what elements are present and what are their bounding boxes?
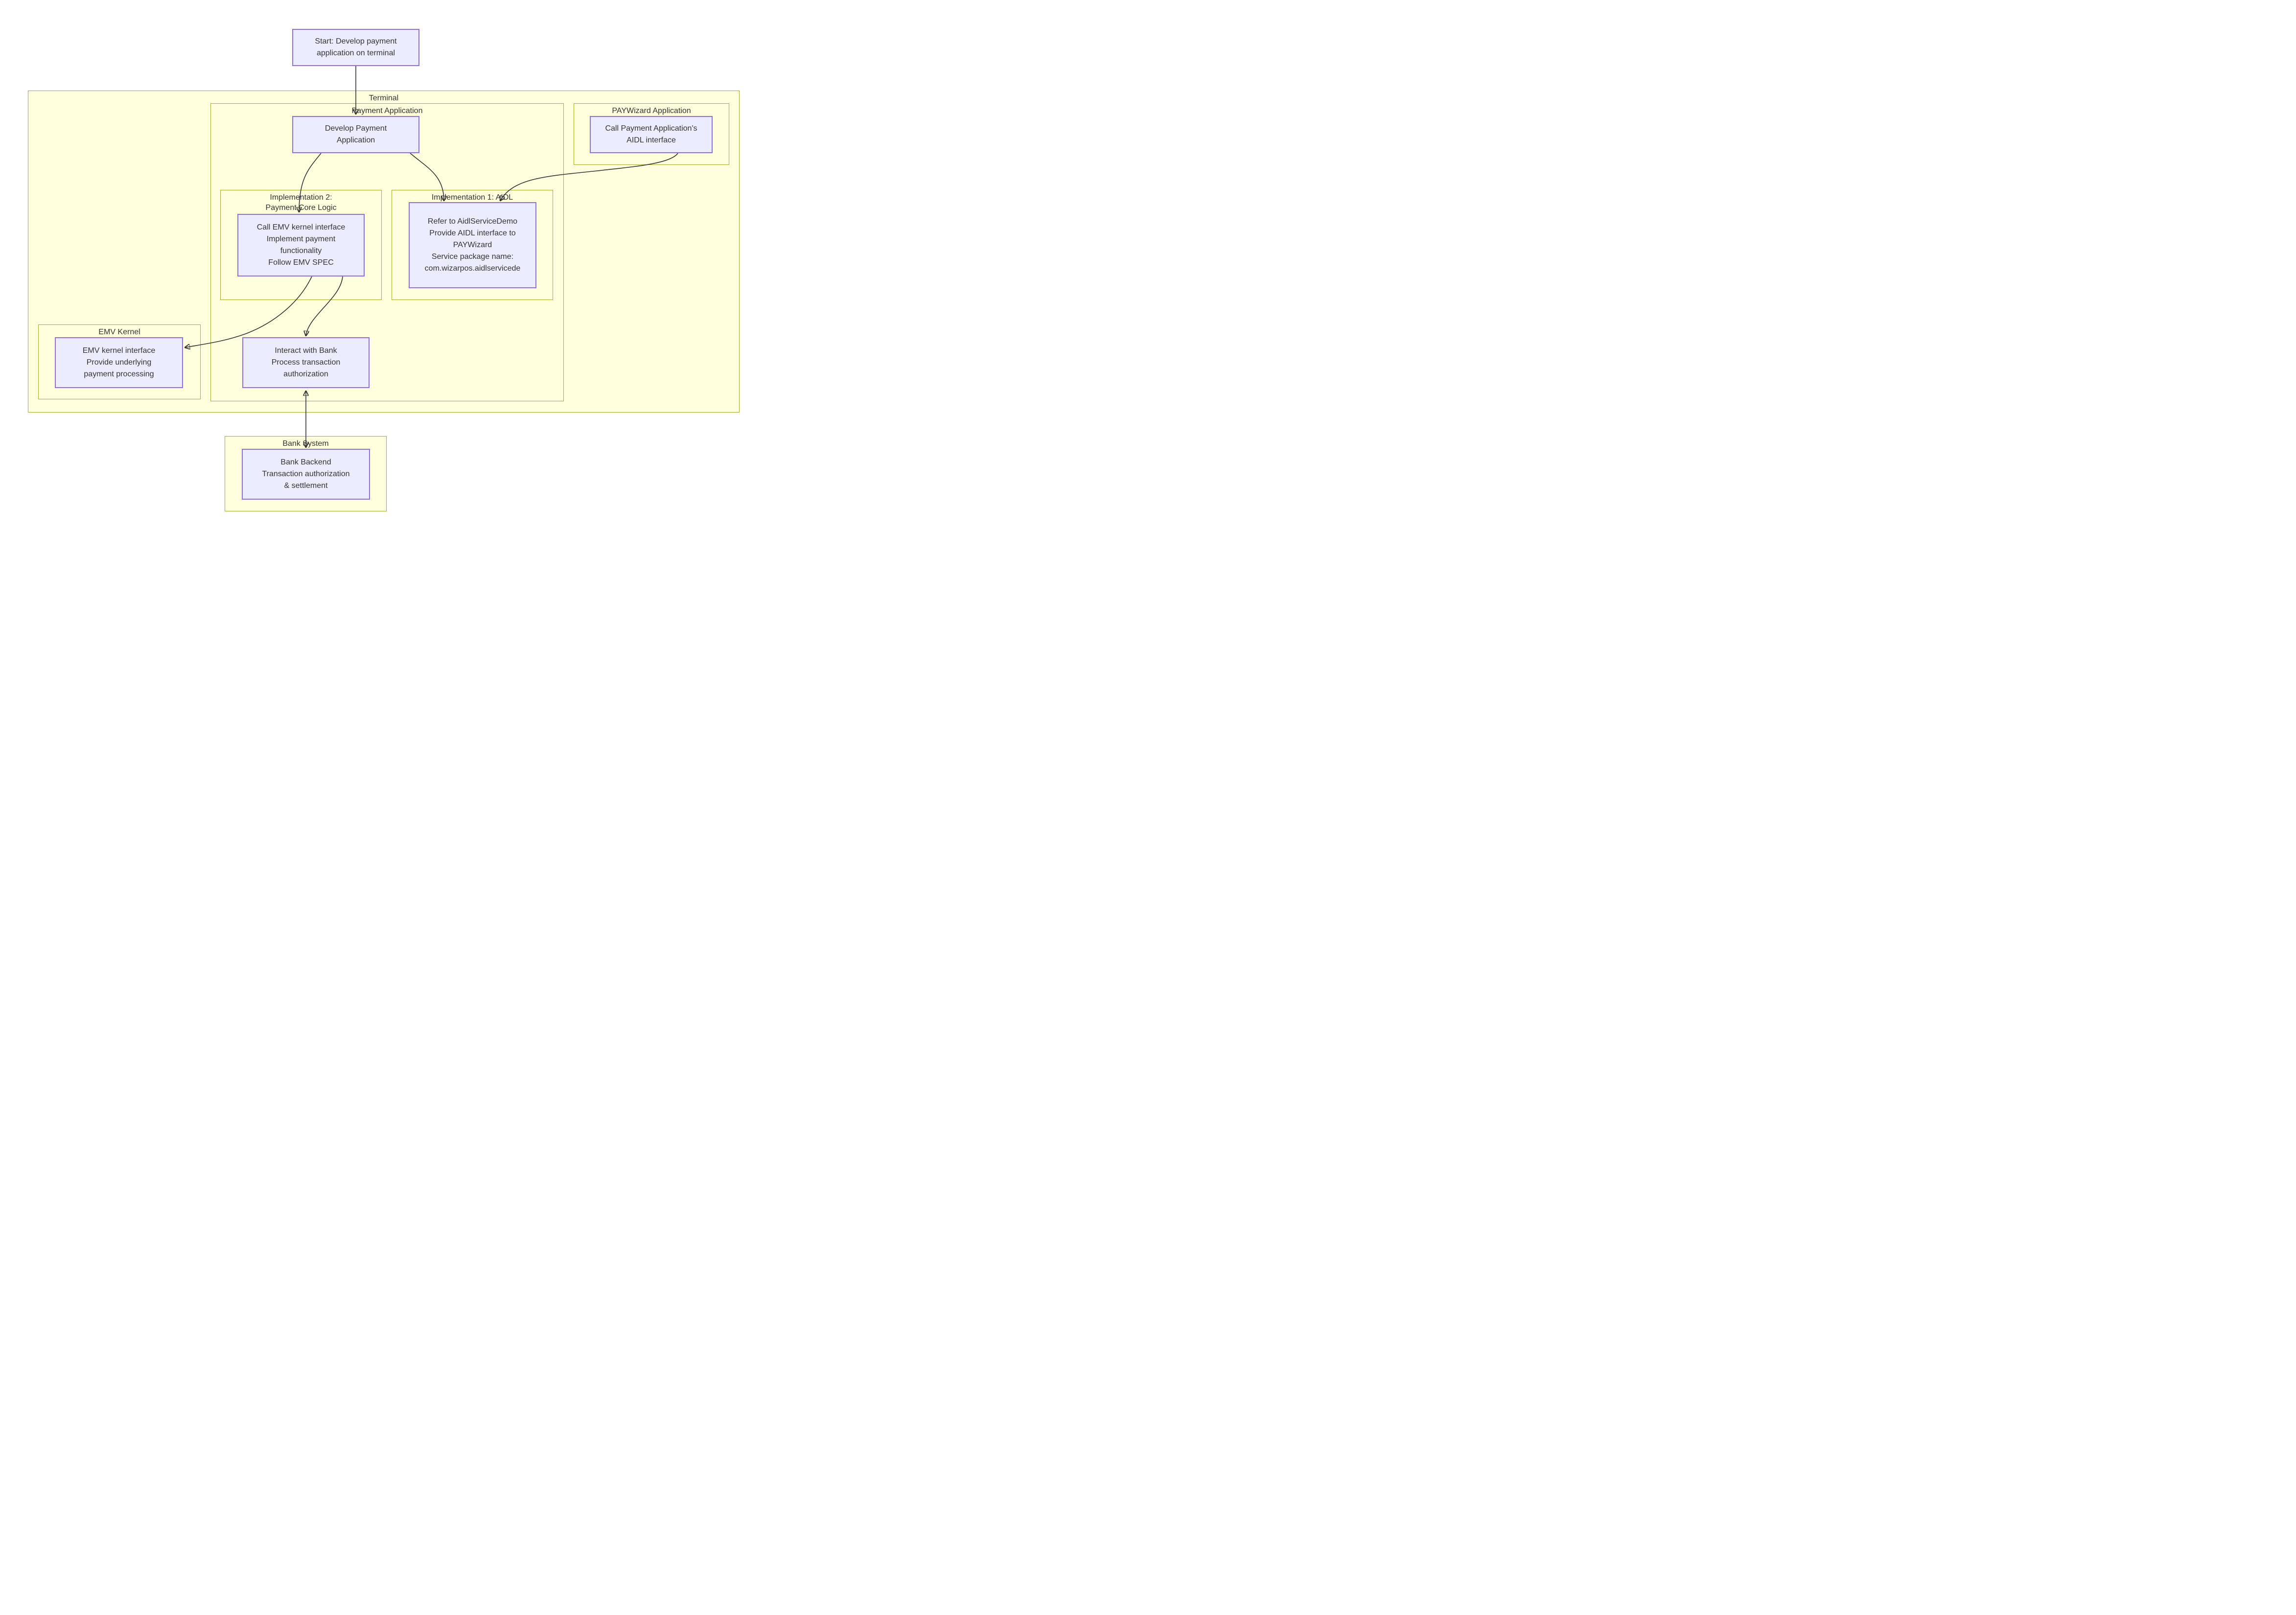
node-bank-backend: Bank Backend Transaction authorization &… — [242, 449, 370, 500]
group-payment-application-label: Payment Application — [351, 107, 423, 115]
node-call-aidl-interface: Call Payment Application's AIDL interfac… — [590, 116, 713, 153]
group-terminal-label: Terminal — [369, 94, 399, 102]
node-emv-kernel-interface: EMV kernel interface Provide underlying … — [55, 337, 183, 388]
flowchart-canvas: Terminal Payment Application PAYWizard A… — [0, 0, 760, 535]
group-emv-kernel-label: EMV Kernel — [98, 328, 140, 336]
node-start: Start: Develop payment application on te… — [292, 29, 419, 66]
group-bank-system-label: Bank System — [282, 439, 329, 448]
node-aidl-service: Refer to AidlServiceDemo Provide AIDL in… — [409, 202, 536, 288]
node-payment-core-logic: Call EMV kernel interface Implement paym… — [237, 214, 365, 277]
group-implementation-2-label: Implementation 2: Payment Core Logic — [265, 193, 337, 212]
node-interact-with-bank: Interact with Bank Process transaction a… — [242, 337, 370, 388]
group-implementation-1-label: Implementation 1: AIDL — [431, 193, 513, 202]
group-paywizard-application-label: PAYWizard Application — [612, 107, 691, 115]
node-develop-payment-app: Develop Payment Application — [292, 116, 419, 153]
